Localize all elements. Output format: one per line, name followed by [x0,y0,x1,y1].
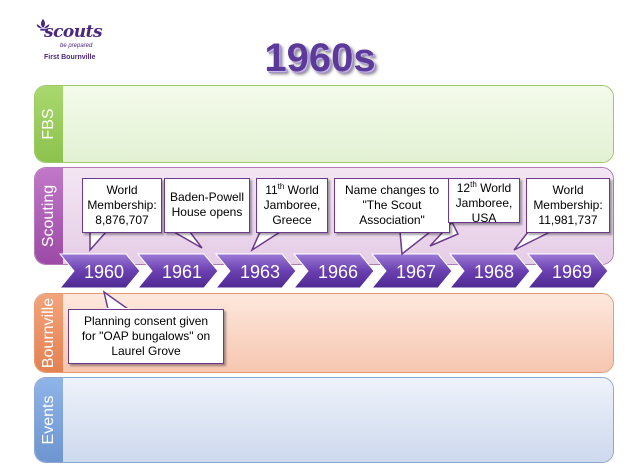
year-label-1969: 1969 [552,262,592,282]
logo-wordmark: scouts [44,22,103,42]
callout-word: World [476,181,512,195]
callout-name-change: Name changes to "The Scout Association" [334,178,450,233]
callout-line: 12th World [449,181,519,196]
year-label-1968: 1968 [474,262,514,282]
callout-line: Baden-Powell [169,190,245,204]
year-label-1966: 1966 [318,262,358,282]
callout-planning-consent: Planning consent given for "OAP bungalow… [68,309,224,364]
lane-events-label: Events [40,395,57,445]
callout-line: Membership: [533,198,603,212]
callout-line: World [552,183,584,197]
lane-fbs-body [63,86,613,162]
lane-events-tab: Events [35,378,63,462]
callout-line: Jamboree, [263,198,321,212]
callout-line: Planning consent given [83,314,209,328]
callout-ordinal: 12 [456,181,471,195]
year-label-1961: 1961 [162,262,202,282]
callout-baden-powell-house: Baden-Powell House opens [164,178,250,233]
callout-11th-jamboree: 11th World Jamboree, Greece [256,178,328,233]
lane-fbs: FBS [34,85,614,163]
callout-12th-jamboree: 12th World Jamboree, USA [448,178,520,225]
lane-scouting-label: Scouting [40,184,57,248]
callout-line: 11th World [257,183,327,198]
callout-line: House opens [171,205,243,219]
lane-scouting-tab: Scouting [35,168,63,264]
callout-line: Jamboree, [455,196,513,210]
logo-tagline: be prepared [60,43,93,49]
year-label-1960: 1960 [84,262,124,282]
lane-fbs-label: FBS [40,108,57,140]
callout-line: USA [471,211,497,225]
callout-line: Laurel Grove [111,344,181,358]
callout-line: Association" [359,213,425,227]
callout-ordinal: 11 [265,183,278,197]
callout-ordinal-suffix: th [277,182,285,191]
callout-ordinal-suffix: th [470,180,477,189]
callout-line: Membership: [87,198,157,212]
callout-line: Name changes to [344,183,440,197]
callout-world-membership-1960: World Membership: 8,876,707 [82,178,162,233]
lane-fbs-tab: FBS [35,86,63,162]
callout-world-membership-1969: World Membership: 11,981,737 [526,178,610,233]
lane-events-body [63,378,613,462]
logo-group-name: First Bournville [44,54,96,61]
fleur-de-lis-icon [36,18,50,31]
year-label-1963: 1963 [240,262,280,282]
page-title: 1960s [264,36,376,80]
callout-word: World [284,183,319,197]
callout-line: "The Scout [362,198,422,212]
callout-line: 11,981,737 [538,213,598,227]
year-label-1967: 1967 [396,262,436,282]
lane-bournville-label: Bournville [40,297,57,369]
callout-line: Greece [272,213,312,227]
scouts-logo: scouts be prepared First Bournville [30,14,105,70]
lane-events: Events [34,377,614,463]
callout-line: for "OAP bungalows" on [81,329,211,343]
lane-bournville-tab: Bournville [35,294,63,372]
callout-line: World [106,183,138,197]
callout-line: 8,876,707 [95,213,149,227]
